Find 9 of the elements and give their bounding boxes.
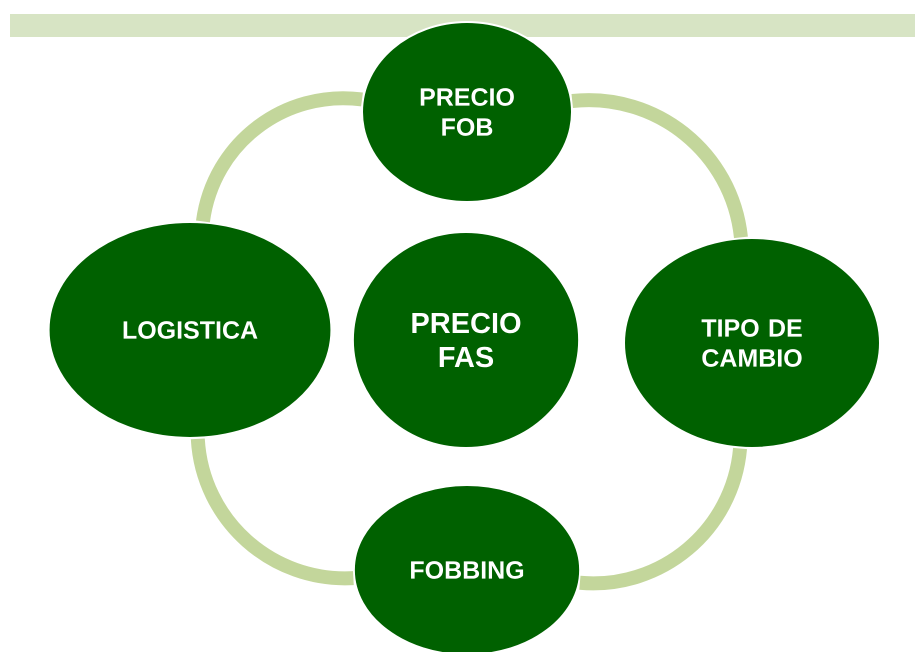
ellipse-node: PRECIO FAS	[352, 231, 580, 449]
ring-arc	[196, 91, 362, 223]
ellipse-node: FOBBING	[352, 484, 582, 652]
ring-arc	[190, 438, 354, 586]
ring-arc	[572, 93, 748, 239]
ellipse-node: TIPO DE CAMBIO	[623, 237, 881, 449]
ring-arc	[580, 447, 747, 590]
ellipse-node: LOGISTICA	[48, 221, 332, 439]
ellipse-node: PRECIO FOB	[361, 21, 573, 203]
